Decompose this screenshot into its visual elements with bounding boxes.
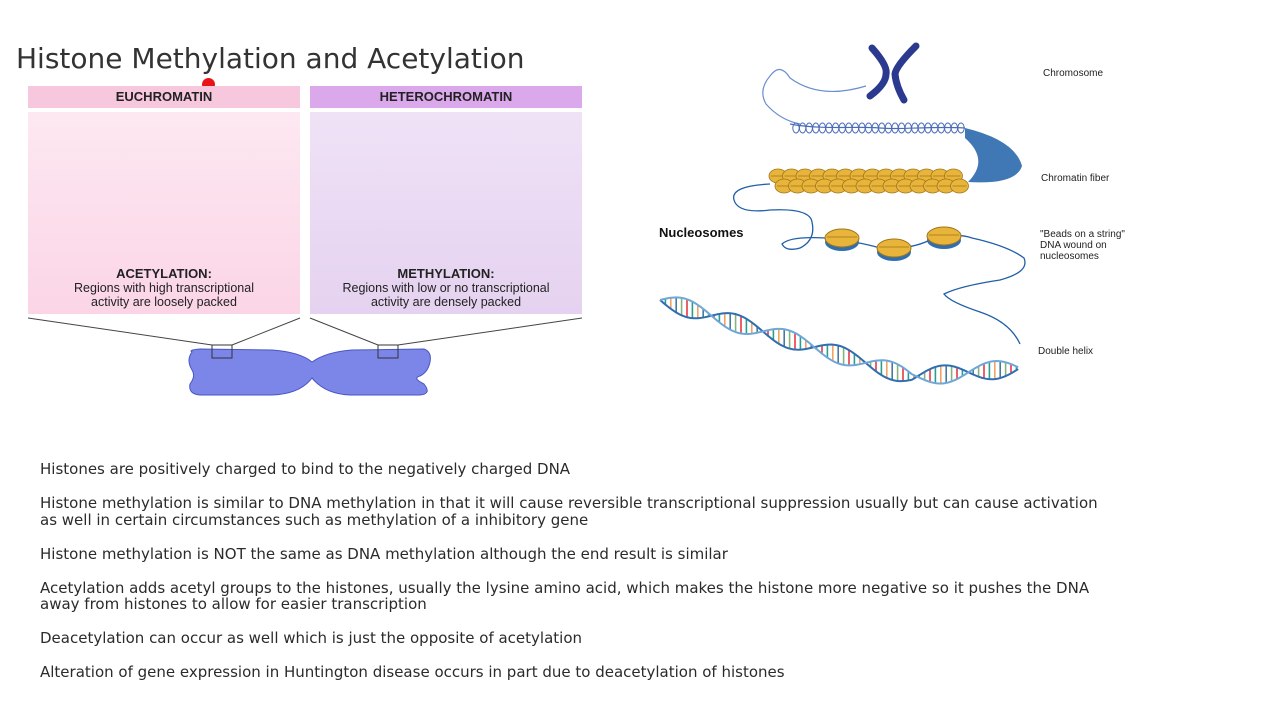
beads-label-line2: DNA wound on [1040,240,1107,251]
bullet-charge: Histones are positively charged to bind … [40,460,571,478]
chromosome-x-shape [866,42,920,104]
chromosome-label: Chromosome [1043,68,1104,79]
beads-label-line1: "Beads on a string" [1040,229,1125,240]
zoom-lines [27,317,583,346]
chromosome-shape [188,348,431,396]
euchromatin-panel [28,112,300,314]
double-helix-label: Double helix [1038,346,1094,357]
methylation-desc-line1: Regions with low or no transcriptional [342,281,550,295]
fiber-transition [965,128,1022,183]
acetylation-desc-line2: activity are loosely packed [91,295,237,309]
nucleosome-bead [824,228,860,251]
acetylation-desc-line1: Regions with high transcriptional [74,281,254,295]
helix-strand [659,299,1019,383]
bullet-acetylation-line1: Acetylation adds acetyl groups to the hi… [40,579,1090,597]
bullet-methylation-line1: Histone methylation is similar to DNA me… [40,494,1098,512]
methylation-title: METHYLATION: [397,266,495,281]
upper-dna-loop [762,68,867,125]
beads-label-line3: nucleosomes [1040,251,1099,262]
chromatin-fiber-label: Chromatin fiber [1041,173,1110,184]
nucleosome-bead [876,238,912,261]
methylation-desc-line2: activity are densely packed [370,295,522,309]
beads-string [733,183,1026,345]
nucleosome-bead [926,226,962,249]
zoom-box-heterochromatin [377,344,399,359]
acetylation-title: ACETYLATION: [116,266,212,281]
bullet-deacetylation: Deacetylation can occur as well which is… [40,629,583,647]
euchromatin-header: EUCHROMATIN [28,86,300,108]
zoom-box-euchromatin [211,344,233,359]
nucleosomes-label: Nucleosomes [659,225,744,240]
coil-loops [792,122,965,134]
helix-strand [659,296,1019,385]
bullet-methylation-line2: as well in certain circumstances such as… [40,511,589,529]
heterochromatin-panel [310,112,582,314]
bullet-acetylation-line2: away from histones to allow for easier t… [40,595,427,613]
page-title: Histone Methylation and Acetylation [16,42,525,75]
heterochromatin-header: HETEROCHROMATIN [310,86,582,108]
bullet-huntington: Alteration of gene expression in Hunting… [40,663,785,681]
bullet-not-same: Histone methylation is NOT the same as D… [40,545,728,563]
